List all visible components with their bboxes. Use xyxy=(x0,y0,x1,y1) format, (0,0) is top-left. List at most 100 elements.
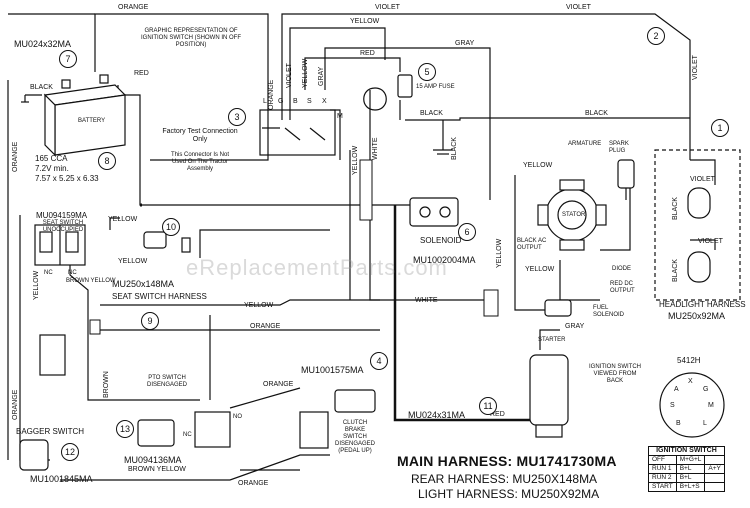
battery-size: 7.57 x 5.25 x 6.33 xyxy=(35,174,99,183)
battery-label: BATTERY xyxy=(78,118,106,124)
spark-plug-icon xyxy=(617,159,635,200)
wire-label-yellow-vert: YELLOW xyxy=(352,145,359,175)
seat-switch-nc-1: NC xyxy=(44,270,53,276)
stator-icon xyxy=(537,179,607,251)
ign-pin-l: L xyxy=(703,420,707,427)
yellow-wire-top xyxy=(289,27,386,120)
black-wire xyxy=(405,117,690,121)
fuel-solenoid-label: FUEL SOLENOID xyxy=(593,305,625,318)
table-row: RUN 1 B+L A+Y xyxy=(648,464,725,474)
fuel-solenoid-icon xyxy=(544,299,572,317)
callout-12: 12 xyxy=(61,443,79,461)
wire-label-black-hl2: BLACK xyxy=(672,259,679,282)
wire-label-orange-vert2: ORANGE xyxy=(12,389,19,420)
seat-switch-icon xyxy=(34,224,86,266)
headlight-harness-label: HEADLIGHT HARNESS xyxy=(659,300,746,309)
fuse-icon xyxy=(397,74,413,98)
table-cell: B+L xyxy=(675,464,706,474)
callout-13: 13 xyxy=(116,420,134,438)
ground-icon xyxy=(21,94,453,155)
bagger-switch-label: BAGGER SWITCH xyxy=(16,427,85,436)
callout-6: 6 xyxy=(458,223,476,241)
wire-label-yellow-seat-2: YELLOW xyxy=(118,258,148,265)
factory-test-connector-icon xyxy=(143,231,191,253)
pto-no: NO xyxy=(233,414,242,420)
wire-label-violet-hl: VIOLET xyxy=(690,176,715,183)
seat-switch-brown-yellow: BROWN YELLOW xyxy=(66,278,116,284)
wire-label-white-vert: WHITE xyxy=(372,137,379,160)
seat-harness-label: SEAT SWITCH HARNESS xyxy=(112,292,207,301)
pto-switch-icon xyxy=(137,411,231,448)
wire-label-red-battery: RED xyxy=(134,70,149,77)
stator-label: STATOR xyxy=(562,212,586,218)
wire-label-violet-right: VIOLET xyxy=(566,4,591,11)
red-dc-label: RED DC OUTPUT xyxy=(610,281,635,294)
seat-switch-nc-2: NC xyxy=(68,270,77,276)
harness-connector-icon xyxy=(89,159,499,335)
gray-wire xyxy=(324,47,491,200)
wire-label-violet-hl2: VIOLET xyxy=(698,238,723,245)
factory-test-label: Factory Test Connection Only xyxy=(162,128,238,143)
wire-label-brown-yellow: BROWN YELLOW xyxy=(128,466,186,473)
wire-label-black-battery: BLACK xyxy=(30,84,53,91)
red-battery-wire xyxy=(120,94,410,206)
pto-nc: NC xyxy=(183,432,192,438)
ign-pin-s: S xyxy=(670,402,675,409)
wire-label-black-vert: BLACK xyxy=(451,137,458,160)
orange-wire-top xyxy=(94,13,269,161)
callout-2: 2 xyxy=(647,27,665,45)
wire-label-gray-bottom: GRAY xyxy=(565,323,585,330)
diode-label: DIODE xyxy=(612,266,632,272)
table-row: START B+L+S xyxy=(648,482,725,492)
ign-terminal-x: X xyxy=(322,98,327,105)
wire-label-yellow-seat: YELLOW xyxy=(108,216,138,223)
starter-icon xyxy=(529,354,569,438)
wire-label-orange-vert: ORANGE xyxy=(12,141,19,172)
ign-rear-part: 5412H xyxy=(677,356,701,365)
ign-terminal-g: G xyxy=(278,98,284,105)
rear-harness-title: REAR HARNESS: MU250X148MA xyxy=(411,472,598,486)
ign-pin-b: B xyxy=(676,420,681,427)
wire-label-orange: ORANGE xyxy=(118,4,149,11)
table-cell xyxy=(704,455,725,465)
callout-5: 5 xyxy=(418,63,436,81)
wire-label-orange-pto: ORANGE xyxy=(263,381,294,388)
table-cell: OFF xyxy=(648,455,677,465)
wire-label-orange-mid: ORANGE xyxy=(250,323,281,330)
fuse-label: 15 AMP FUSE xyxy=(416,84,455,90)
callout-4: 4 xyxy=(370,352,388,370)
clutch-switch-label: CLUTCH BRAKE SWITCH DISENGAGED (PEDAL UP… xyxy=(334,420,375,454)
wire-label-yellow-vert2: YELLOW xyxy=(496,238,503,268)
pto-switch-part: MU094136MA xyxy=(124,455,182,465)
wire-label-white: WHITE xyxy=(415,297,438,304)
watermark: eReplacementParts.com xyxy=(186,255,448,280)
solenoid-icon xyxy=(409,197,459,227)
starter-label: STARTER xyxy=(538,337,566,343)
table-cell: RUN 1 xyxy=(648,464,677,474)
callout-1: 1 xyxy=(711,119,729,137)
wire-label-yellow-ign: YELLOW xyxy=(302,58,309,88)
table-cell: M+G+L xyxy=(675,455,706,465)
wire-label-violet: VIOLET xyxy=(375,4,400,11)
wire-label-gray-ign: GRAY xyxy=(318,66,325,86)
table-row: OFF M+G+L xyxy=(648,455,725,465)
solenoid-part: MU1002004MA xyxy=(413,255,476,265)
battery-part-number: MU024x32MA xyxy=(14,39,72,49)
clutch-brake-switch-icon xyxy=(299,389,376,449)
seat-switch-part: MU094159MA xyxy=(36,211,88,220)
wire-label-black-hl: BLACK xyxy=(672,197,679,220)
ign-terminal-b: B xyxy=(293,98,298,105)
bagger-switch-part: MU1001845MA xyxy=(30,474,93,484)
wire-label-violet-vert: VIOLET xyxy=(692,55,699,80)
spark-plug-label: SPARK PLUG xyxy=(609,141,629,154)
seat-harness-part: MU250x148MA xyxy=(112,279,175,289)
ign-pin-a: A xyxy=(674,386,679,393)
callout-11: 11 xyxy=(479,397,497,415)
ign-terminal-s: S xyxy=(307,98,312,105)
armature-label: ARMATURE xyxy=(568,141,602,147)
wire-label-black-right: BLACK xyxy=(585,110,608,117)
pto-switch-label: PTO SWITCH DISENGAGED xyxy=(146,375,187,388)
wire-label-black-mid: BLACK xyxy=(420,110,443,117)
wire-label-orange-bottom: ORANGE xyxy=(238,480,269,487)
table-cell xyxy=(704,482,725,492)
